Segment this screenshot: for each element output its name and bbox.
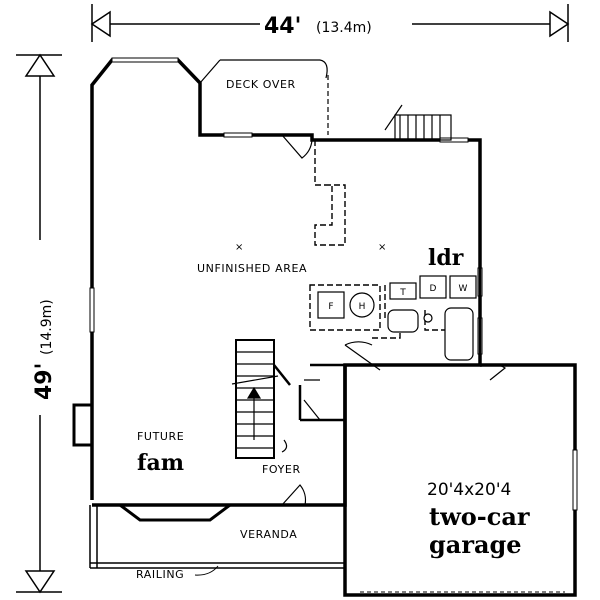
depth-meters: (14.9m) — [39, 299, 55, 355]
tub-label: T — [399, 288, 406, 298]
washer-label: W — [459, 284, 468, 294]
depth-dimension — [16, 53, 62, 594]
garage-label-2: garage — [429, 530, 522, 559]
washer-box — [449, 275, 477, 299]
laundry-label: ldr — [428, 245, 464, 271]
railing-label: RAILING — [136, 568, 184, 581]
dryer-label: D — [430, 284, 437, 294]
width-meters: (13.4m) — [316, 20, 372, 36]
laundry-appliances — [317, 275, 477, 361]
garage-size: 20'4x20'4 — [427, 480, 511, 500]
svg-text:×: × — [235, 242, 243, 253]
unfinished-label: UNFINISHED AREA — [197, 262, 307, 275]
front-bay — [119, 503, 231, 522]
dryer-box — [419, 275, 447, 299]
left-bay — [72, 403, 92, 447]
railing-leader — [194, 565, 219, 576]
future-label: FUTURE — [137, 430, 184, 443]
door-swings — [281, 134, 507, 506]
furnace-box — [317, 291, 345, 319]
depth-feet: 49' — [32, 363, 57, 400]
garage-label-1: two-car — [429, 502, 530, 531]
heater-label: H — [359, 302, 366, 312]
deck-label: DECK OVER — [226, 78, 296, 91]
width-dimension — [90, 4, 570, 42]
width-feet: 44' — [264, 14, 301, 39]
veranda-label: VERANDA — [240, 528, 297, 541]
heater-circle — [349, 292, 375, 318]
veranda — [89, 504, 345, 569]
family-label: fam — [137, 450, 184, 476]
deck-outline — [199, 59, 329, 135]
tub-box — [389, 282, 417, 300]
furnace-label: F — [328, 302, 333, 312]
main-staircase — [231, 339, 288, 459]
column-markers: × × — [235, 242, 386, 253]
foyer-label: FOYER — [262, 463, 301, 476]
rear-stairs — [384, 104, 452, 141]
interior-walls — [273, 140, 482, 422]
svg-text:×: × — [378, 242, 386, 253]
